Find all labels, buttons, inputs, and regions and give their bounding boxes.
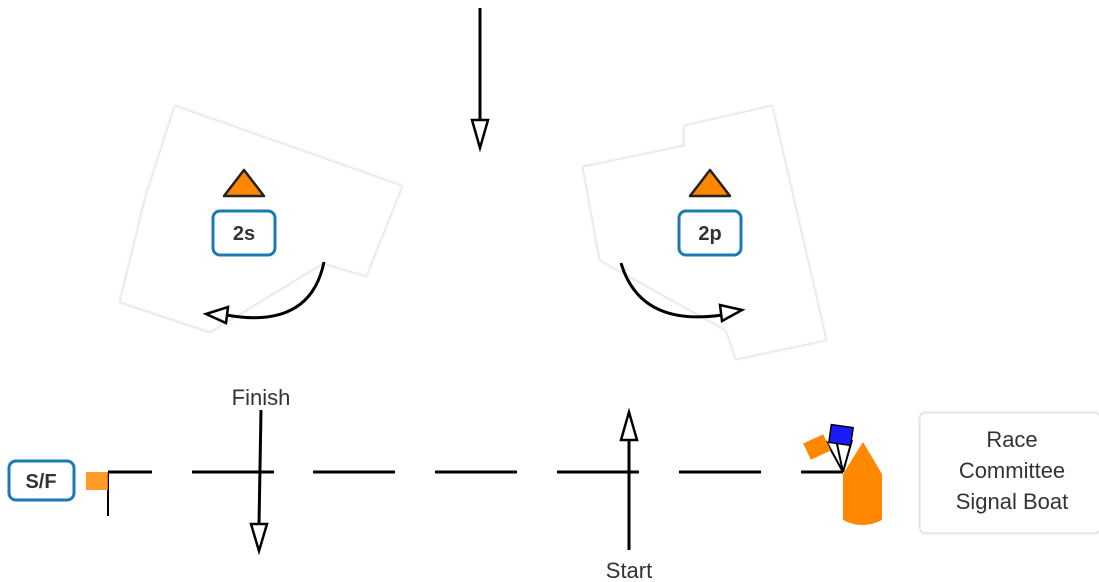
start-label: Start [606,558,652,582]
signal-boat-icon [803,423,882,525]
sf-label: S/F [25,471,56,493]
zone-2p-rounding-arrow [619,262,746,323]
zone-2s-mark-icon [222,168,266,198]
start-finish-pin-mark [86,472,108,490]
signal-boat-label-line2: Committee [959,458,1065,483]
zone-2p-label-box: 2p [677,209,743,257]
zone-2p-mark-icon [688,168,732,198]
top-course-arrow [470,8,490,153]
start-arrow [619,407,639,550]
start-finish-line [107,470,843,516]
sf-label-box: S/F [7,459,76,502]
zone-2s-rounding-arrow [202,261,326,325]
signal-boat-label-line3: Signal Boat [956,489,1069,514]
zone-2s-label: 2s [233,223,255,245]
zone-2s-label-box: 2s [211,209,277,257]
signal-boat-label-line1: Race [986,427,1037,452]
finish-label: Finish [232,385,291,410]
signal-boat-label-box [919,412,1099,534]
finish-arrow [249,409,269,556]
zone-2p-label: 2p [698,223,721,245]
